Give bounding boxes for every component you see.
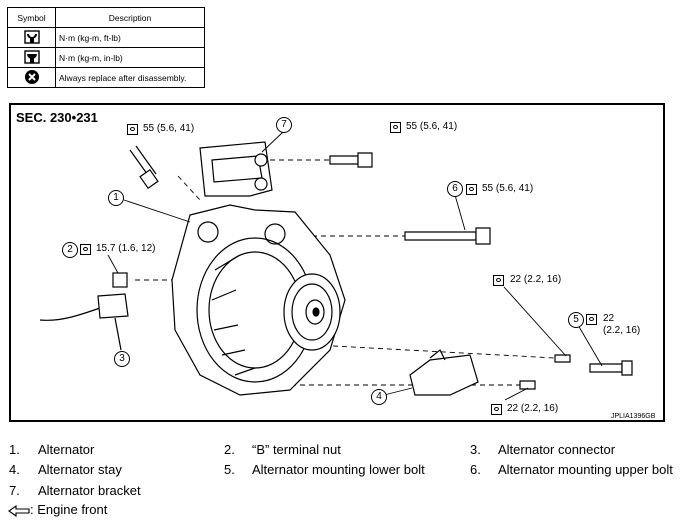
torque-bolt-5-units: (2.2, 16) (603, 325, 641, 336)
torque-nut-2: 15.7 (1.6, 12) (96, 243, 156, 254)
section-title: SEC. 230•231 (16, 110, 98, 125)
part-name: Alternator mounting lower bolt (252, 462, 425, 477)
alternator-connector (39, 293, 129, 351)
diagram-code: JPLIA1396GB (611, 413, 656, 420)
engine-front-label: : Engine front (30, 502, 108, 517)
torque-icon (390, 122, 401, 133)
torque-icon (493, 275, 504, 286)
diagram-frame (9, 103, 665, 422)
torque-wrench-small-icon (23, 49, 40, 64)
torque-wrench-icon (23, 29, 40, 44)
torque-top-right: 55 (5.6, 41) (406, 121, 458, 132)
always-replace-icon (24, 69, 39, 84)
lower-bolts (519, 354, 633, 390)
arrow-left-icon (8, 504, 30, 517)
torque-icon (491, 404, 502, 415)
part-number: 4. (9, 462, 20, 477)
part-number: 3. (470, 442, 481, 457)
callout-6: 6 (447, 181, 463, 197)
callout-4: 4 (371, 389, 387, 405)
engine-front-legend: : Engine front (8, 502, 107, 517)
part-name: Alternator (38, 442, 95, 457)
part-number: 6. (470, 462, 481, 477)
torque-mid-right: 22 (2.2, 16) (510, 274, 562, 285)
alternator-body (171, 204, 346, 396)
torque-top-left: 55 (5.6, 41) (143, 123, 195, 134)
part-number: 5. (224, 462, 235, 477)
alternator-bracket (199, 141, 273, 197)
alternator-stay (409, 349, 479, 396)
torque-icon (466, 184, 477, 195)
callout-1: 1 (108, 190, 124, 206)
legend-row-3-text: Always replace after disassembly. (55, 67, 205, 88)
callout-7: 7 (276, 117, 292, 133)
part-name: Alternator connector (498, 442, 616, 457)
top-right-bolt (329, 152, 373, 168)
torque-icon (586, 314, 597, 325)
part-name: Alternator bracket (38, 483, 141, 498)
torque-bolt-6: 55 (5.6, 41) (482, 183, 534, 194)
part-number: 1. (9, 442, 20, 457)
b-terminal-nut (112, 272, 128, 288)
symbol-legend-table: Symbol Description N·m (kg-m, ft-lb) N·m… (7, 7, 205, 88)
callout-3: 3 (114, 351, 130, 367)
upper-long-bolt (404, 227, 491, 245)
torque-bolt-5-value: 22 (603, 313, 615, 324)
top-left-bolt (129, 145, 159, 190)
torque-icon (80, 244, 91, 255)
part-number: 7. (9, 483, 20, 498)
torque-icon (127, 124, 138, 135)
part-name: Alternator mounting upper bolt (498, 462, 673, 477)
part-number: 2. (224, 442, 235, 457)
part-name: Alternator stay (38, 462, 122, 477)
callout-5: 5 (568, 312, 584, 328)
part-name: “B” terminal nut (252, 442, 341, 457)
callout-2: 2 (62, 242, 78, 258)
torque-bottom: 22 (2.2, 16) (507, 403, 559, 414)
